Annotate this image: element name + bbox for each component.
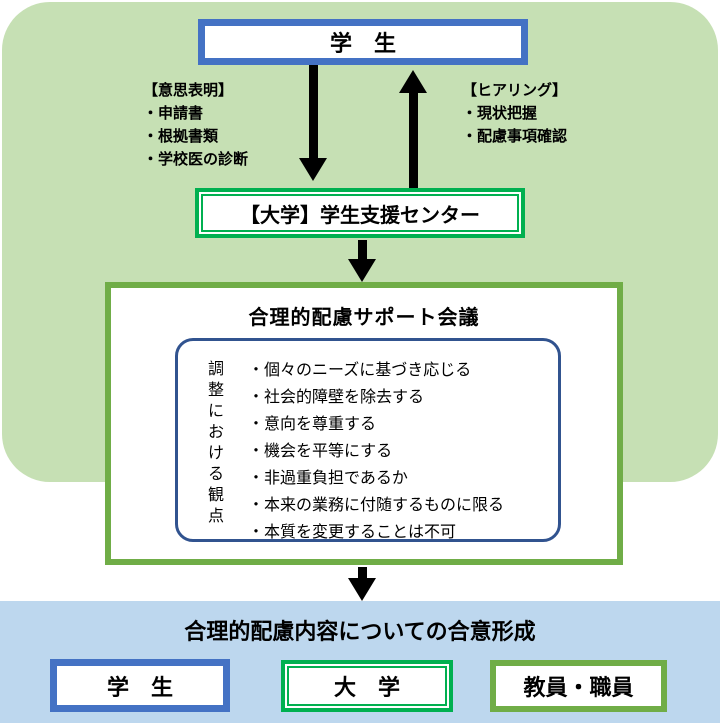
hearing-note: 【ヒアリング】 ・現状把握 ・配慮事項確認 bbox=[462, 79, 567, 148]
arrow-student-to-center-down-icon bbox=[299, 65, 327, 181]
arrow-head-up-icon bbox=[399, 70, 427, 93]
criteria-list: ・個々のニーズに基づき応じる ・社会的障壁を除去する ・意向を尊重する ・機会を… bbox=[248, 357, 505, 541]
agreement-band: 合理的配慮内容についての合意形成 学 生 大 学 教員・職員 bbox=[0, 601, 720, 723]
intent-note-title: 【意思表明】 bbox=[143, 82, 234, 99]
agreement-university-label: 大 学 bbox=[287, 666, 447, 706]
university-center-box-gap: 【大学】学生支援センター bbox=[199, 192, 521, 234]
agreement-staff-label: 教員・職員 bbox=[523, 675, 634, 700]
hearing-note-item: ・配慮事項確認 bbox=[462, 128, 568, 145]
criteria-panel: 調整における観点 ・個々のニーズに基づき応じる ・社会的障壁を除去する ・意向を… bbox=[175, 338, 561, 542]
agreement-university-box-gap: 大 学 bbox=[285, 664, 449, 708]
hearing-note-title: 【ヒアリング】 bbox=[462, 82, 568, 99]
intent-note-item: ・申請書 bbox=[143, 105, 204, 122]
support-meeting-title: 合理的配慮サポート会議 bbox=[248, 307, 480, 329]
arrow-shaft bbox=[357, 240, 367, 259]
criteria-item: ・機会を平等にする bbox=[248, 443, 393, 460]
arrow-center-to-student-up-icon bbox=[399, 70, 427, 188]
arrow-shaft bbox=[357, 567, 367, 578]
student-box-top: 学 生 bbox=[198, 19, 528, 65]
intent-note-item: ・学校医の診断 bbox=[143, 151, 249, 168]
agreement-title: 合理的配慮内容についての合意形成 bbox=[184, 619, 536, 644]
criteria-item: ・社会的障壁を除去する bbox=[248, 389, 425, 406]
support-meeting-box: 合理的配慮サポート会議 調整における観点 ・個々のニーズに基づき応じる ・社会的… bbox=[105, 282, 623, 565]
arrow-head-down-icon bbox=[348, 578, 376, 601]
arrow-meeting-to-agreement-down-icon bbox=[348, 567, 376, 601]
criteria-item: ・本質を変更することは不可 bbox=[248, 524, 457, 541]
hearing-note-item: ・現状把握 bbox=[462, 105, 538, 122]
agreement-university-box: 大 学 bbox=[281, 660, 453, 712]
criteria-item: ・非過重負担であるか bbox=[248, 470, 408, 487]
arrow-head-down-icon bbox=[299, 158, 327, 181]
criteria-item: ・意向を尊重する bbox=[248, 416, 377, 433]
arrow-shaft bbox=[408, 93, 418, 188]
criteria-item: ・本来の業務に付随するものに限る bbox=[248, 497, 505, 514]
agreement-staff-box: 教員・職員 bbox=[490, 660, 667, 712]
arrow-center-to-meeting-down-icon bbox=[348, 240, 376, 282]
university-center-box-label: 【大学】学生支援センター bbox=[201, 194, 519, 232]
university-center-box: 【大学】学生支援センター bbox=[195, 188, 525, 238]
agreement-student-label: 学 生 bbox=[106, 674, 173, 700]
agreement-student-box: 学 生 bbox=[50, 659, 230, 712]
intent-note-item: ・根拠書類 bbox=[143, 128, 219, 145]
criteria-item: ・個々のニーズに基づき応じる bbox=[248, 362, 472, 379]
criteria-side-label: 調整における観点 bbox=[208, 361, 225, 525]
arrow-shaft bbox=[308, 65, 318, 158]
arrow-head-down-icon bbox=[348, 259, 376, 282]
intent-note: 【意思表明】 ・申請書 ・根拠書類 ・学校医の診断 bbox=[143, 79, 248, 171]
student-box-top-label: 学 生 bbox=[329, 31, 396, 56]
